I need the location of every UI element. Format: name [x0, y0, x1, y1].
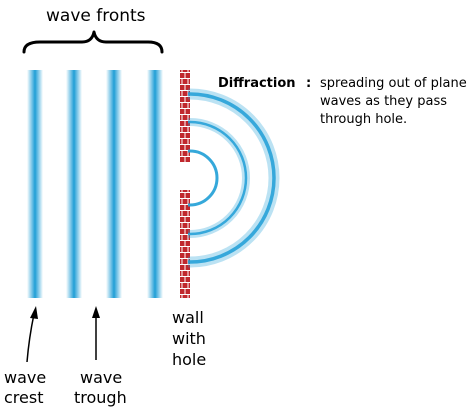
wall-label-line-1: wall: [172, 308, 204, 327]
wave-fronts-brace: [22, 30, 164, 54]
wave-crest-arrow: [26, 313, 35, 363]
wall-label-line-3: hole: [172, 350, 207, 369]
wave-front-4: [147, 70, 163, 298]
wall-lower: [180, 190, 190, 298]
wave-front-2: [66, 70, 82, 298]
diffracted-wave-2-core: [188, 120, 248, 236]
definition-term: Diffraction: [218, 76, 296, 91]
wall-label-line-2: with: [172, 329, 206, 348]
diffracted-wave-1: [188, 149, 219, 207]
wave-trough-label-line-1: wave: [80, 368, 123, 387]
wave-crest-label-line-2: crest: [4, 388, 44, 407]
diagram-title: wave fronts: [46, 6, 146, 26]
wave-trough-label-line-2: trough: [74, 388, 127, 407]
definition-line-3: through hole.: [320, 112, 408, 127]
definition-separator: :: [306, 76, 312, 91]
wave-front-3: [106, 70, 122, 298]
wave-front-1: [27, 70, 43, 298]
wave-crest-label-line-1: wave: [4, 368, 47, 387]
wave-crest-arrowhead: [30, 306, 38, 319]
diffracted-wave-3-core: [188, 92, 276, 264]
definition-line-1: spreading out of plane: [320, 76, 467, 91]
wave-trough-arrowhead: [92, 306, 100, 318]
wall-upper: [180, 70, 190, 163]
definition-line-2: waves as they pass: [320, 94, 447, 109]
